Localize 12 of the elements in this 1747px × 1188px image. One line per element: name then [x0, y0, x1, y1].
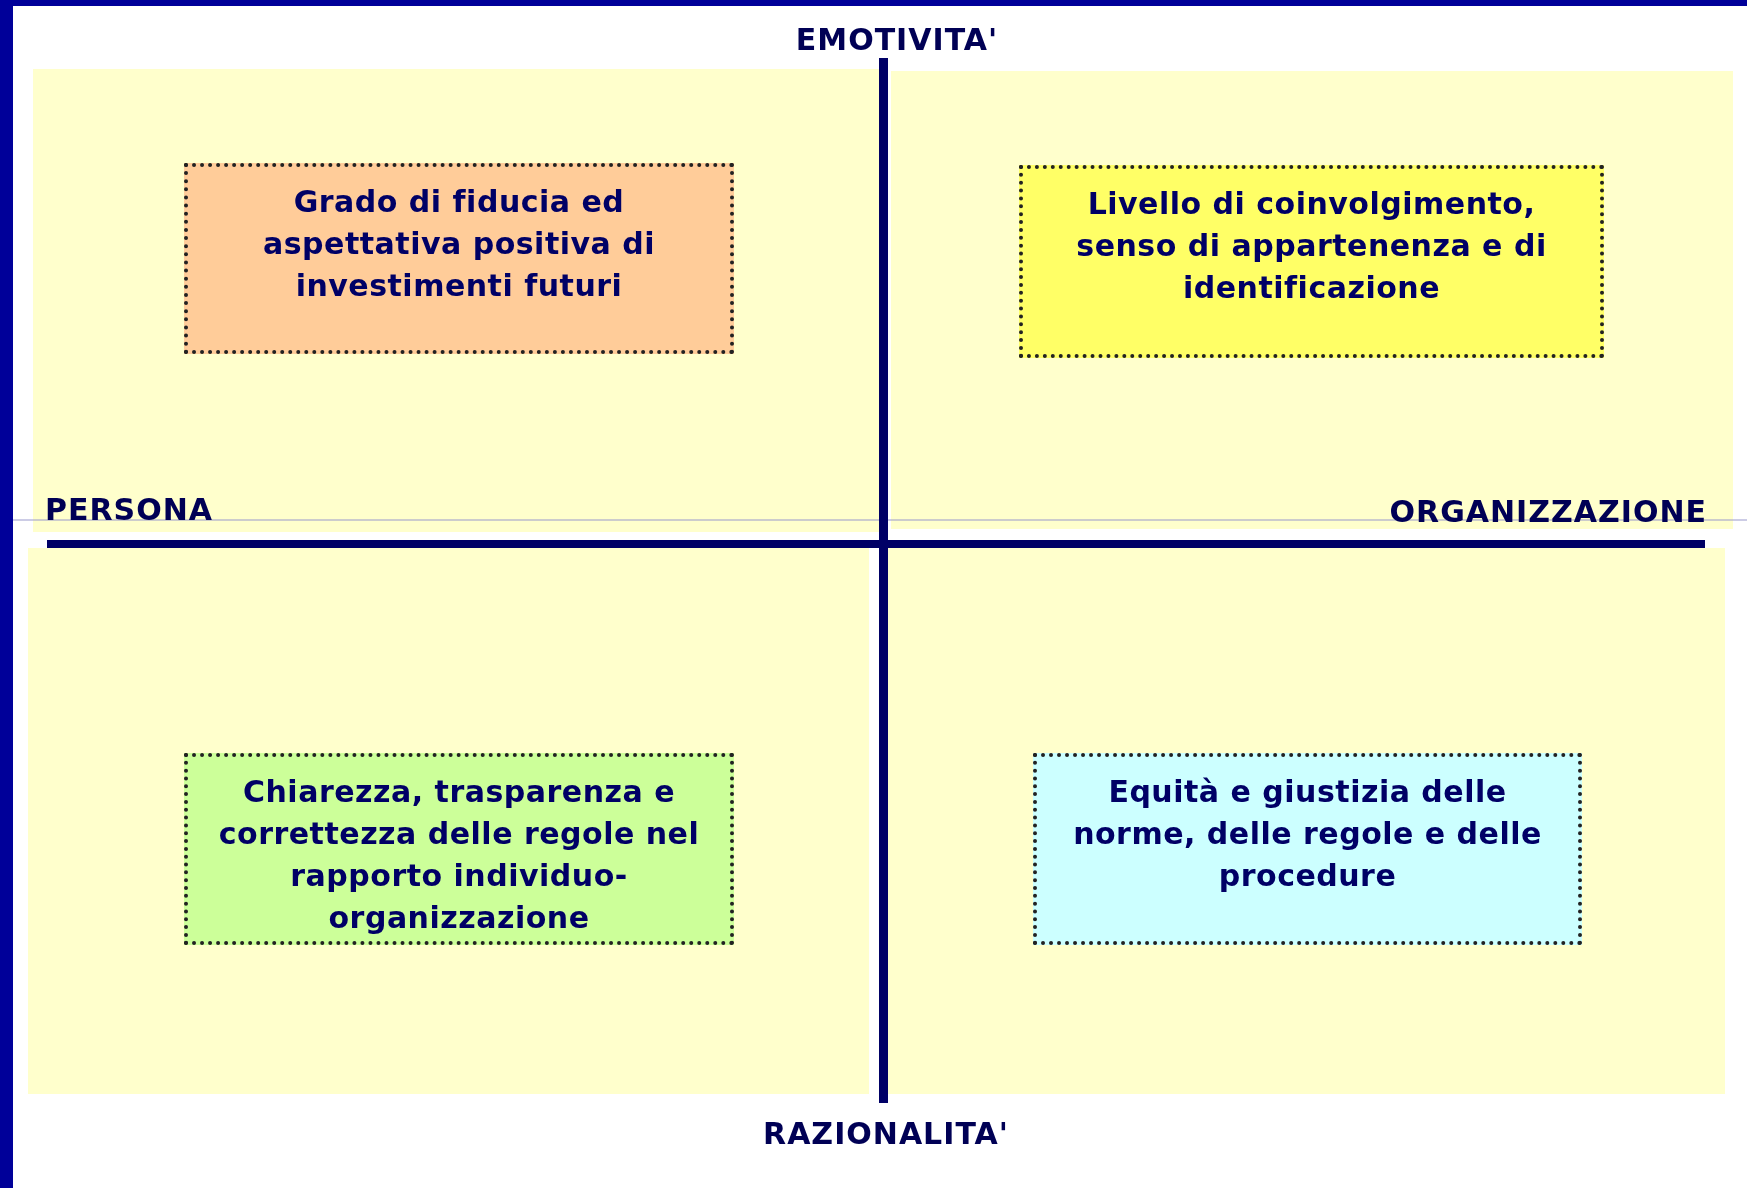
box-text: Grado di fiducia ed aspettativa positiva di investimenti futuri [261, 183, 657, 305]
text-box [184, 163, 734, 354]
box-text: Livello di coinvolgimento, senso di appartenenza e di identificazione [1075, 185, 1548, 307]
text-box [1019, 165, 1604, 358]
axis-label: PERSONA [45, 492, 213, 527]
box-text: Chiarezza, trasparenza e correttezza delle regole nel rapporto individuo-organizzazione [217, 773, 701, 937]
text-box [1033, 753, 1582, 945]
axis-label: ORGANIZZAZIONE [1389, 494, 1707, 529]
text-box [184, 753, 734, 945]
axis-label: RAZIONALITA' [763, 1116, 1009, 1151]
axis-label: EMOTIVITA' [795, 22, 999, 57]
box-text: Equità e giustizia delle norme, delle regole e delle procedure [1072, 773, 1543, 895]
